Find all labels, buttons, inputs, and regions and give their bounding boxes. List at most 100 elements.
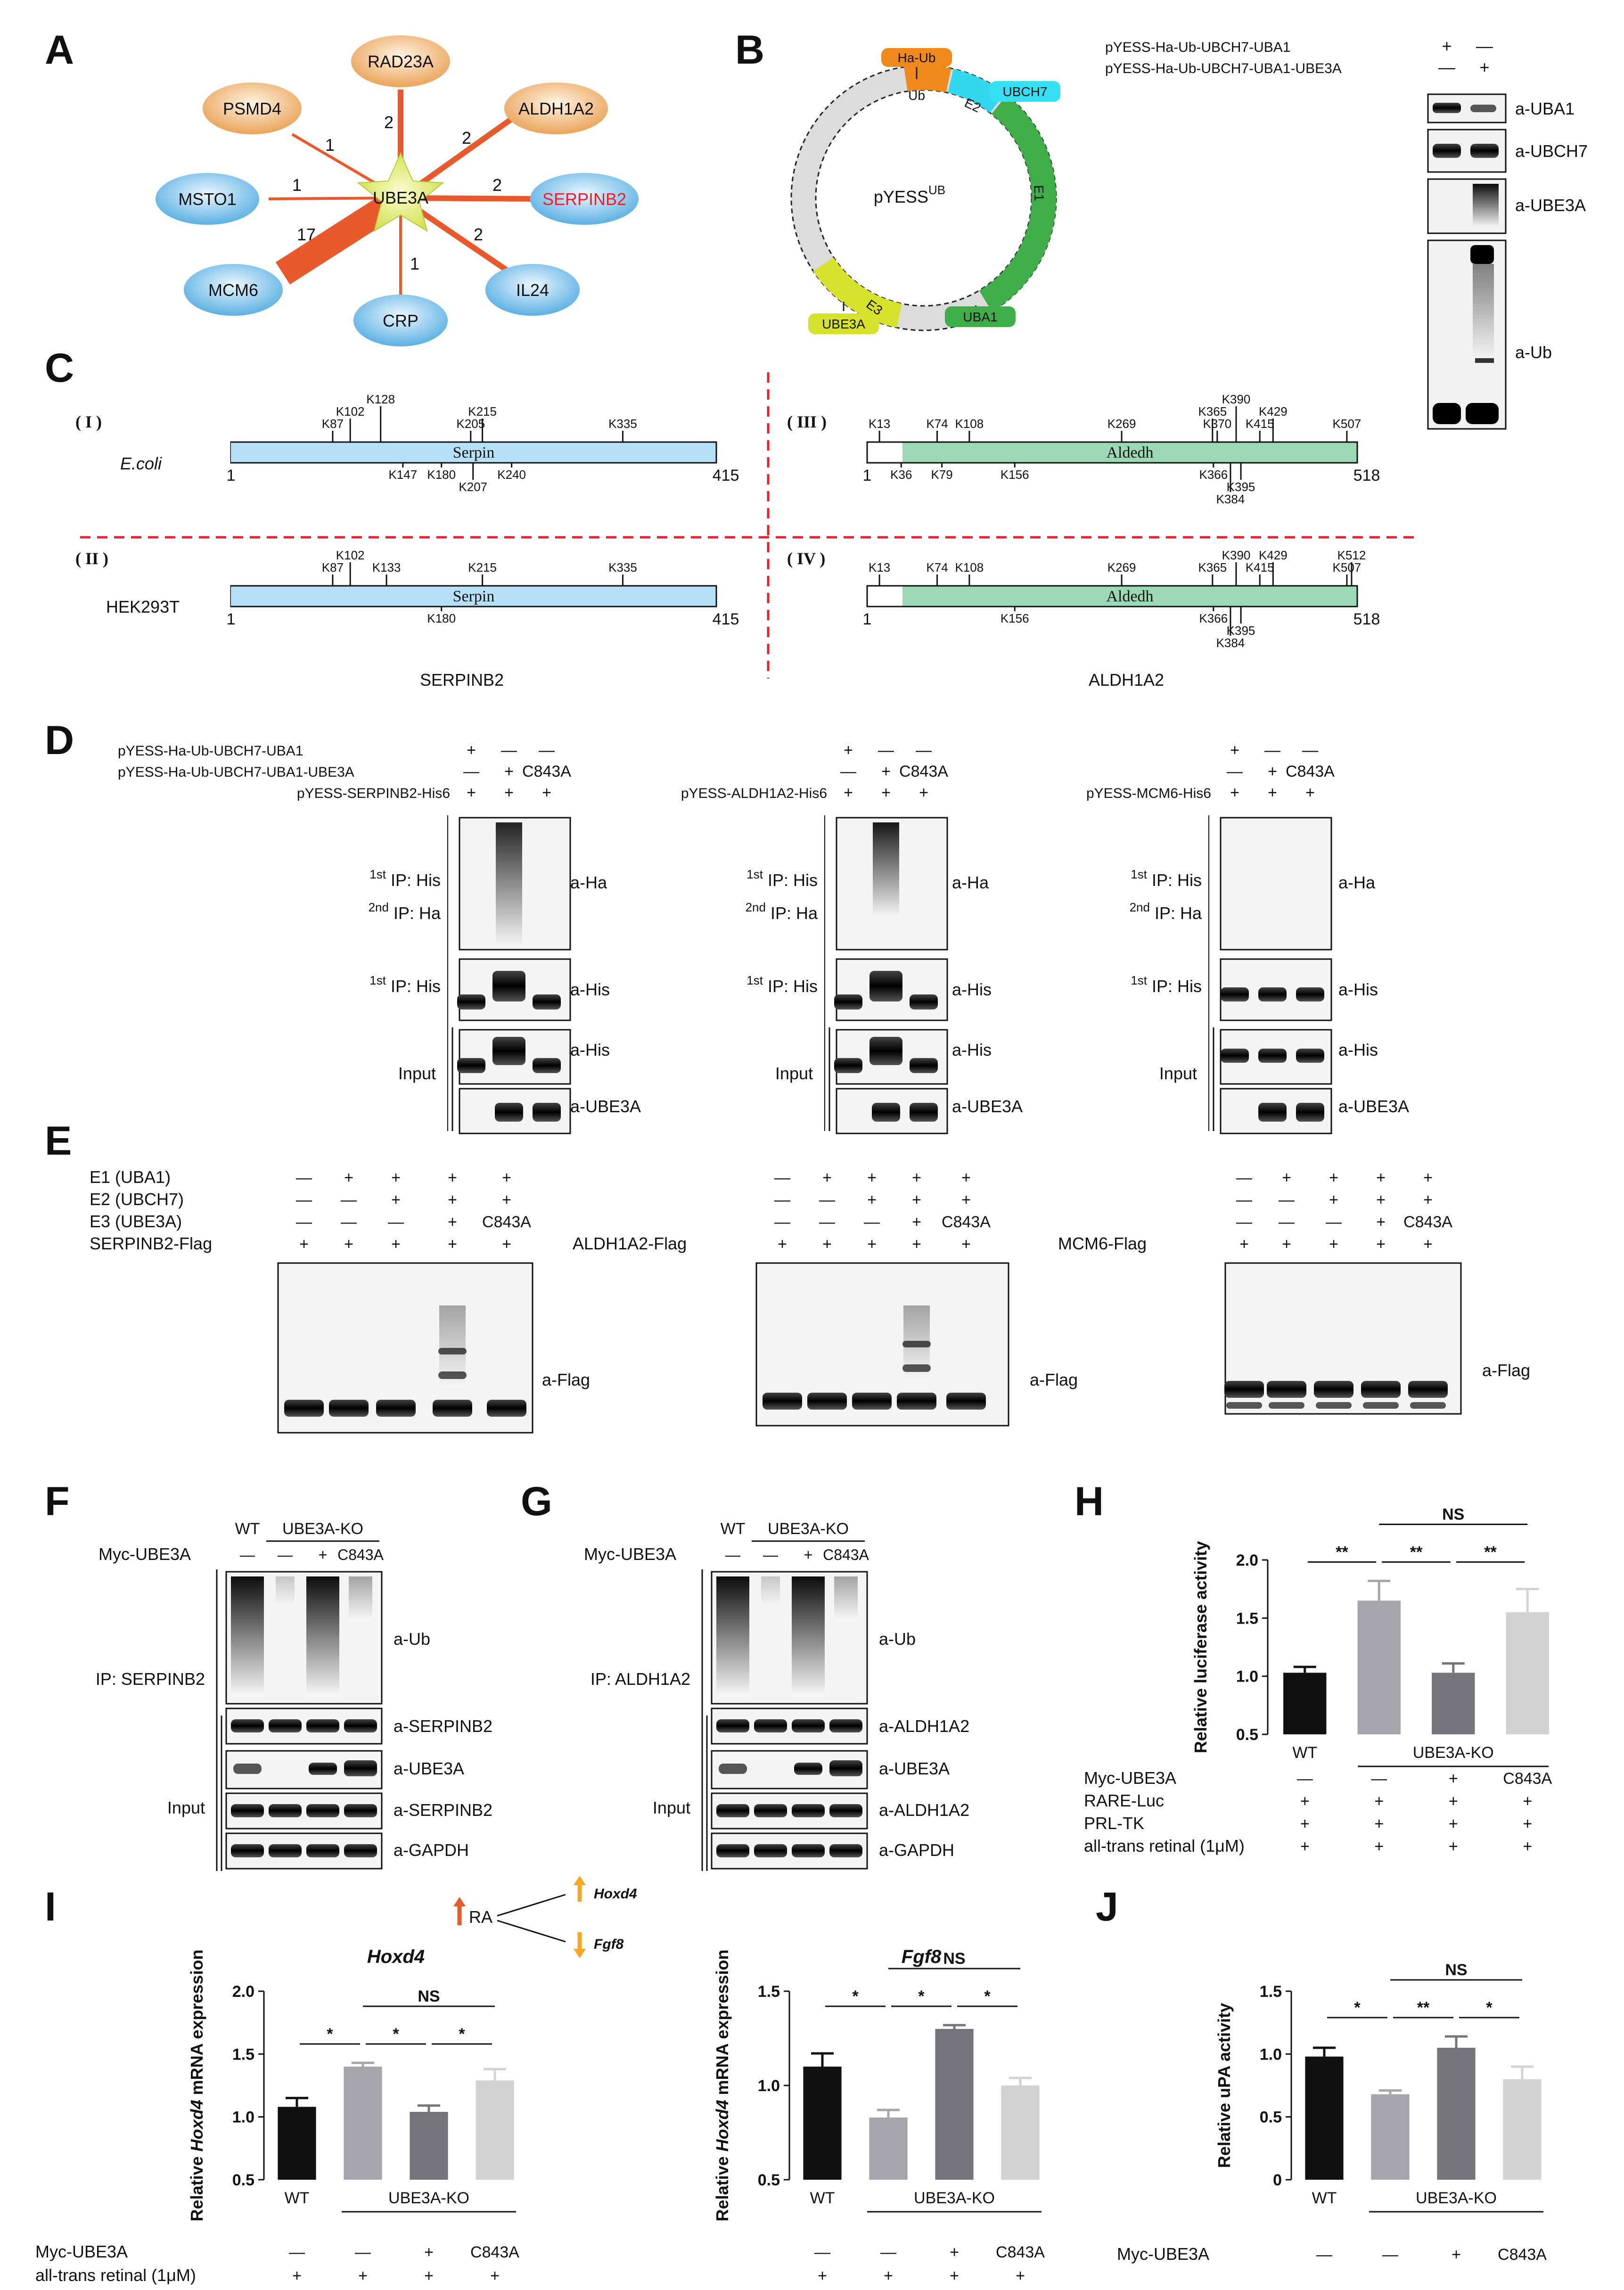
blot-label-ub: a-Ub (879, 1629, 916, 1649)
flag-band (376, 1400, 416, 1417)
ipblot-sign: + (881, 784, 891, 802)
lysine-label: K13 (869, 417, 890, 431)
row-myc-h: Myc-UBE3A (1084, 1768, 1176, 1788)
ipblot-sign: — (463, 763, 479, 780)
host-ecoli: E.coli (120, 454, 162, 473)
ylabel-part: Relative (713, 2151, 732, 2221)
his-band (1258, 987, 1287, 1001)
ipblot-sign: — (1227, 763, 1243, 780)
condition-sign: + (1300, 1792, 1310, 1810)
lysine-label: K429 (1259, 404, 1288, 419)
ub-smear (792, 1576, 825, 1694)
pathway-fgf8: Fgf8 (594, 1937, 624, 1952)
ipblot-sign: + (844, 741, 853, 759)
segment-ub (903, 66, 951, 93)
invitro-sign: + (822, 1235, 832, 1253)
chart-title: Fgf8 (902, 1946, 942, 1967)
lysine-label: K390 (1222, 392, 1251, 406)
row-retinal-i: all-trans retinal (1μM) (35, 2265, 196, 2285)
y-tick-label: 1.0 (1260, 2045, 1282, 2063)
bar (1503, 2079, 1542, 2180)
segment-e1 (979, 95, 1057, 312)
invitro-sign: + (1282, 1235, 1291, 1253)
ipblot-sign: C843A (899, 763, 948, 780)
invitro-sign: + (961, 1235, 971, 1253)
residue-start: 1 (863, 610, 872, 628)
residue-end: 415 (713, 467, 739, 484)
gapdh-band (754, 1844, 787, 1857)
invitro-row-e1: E1 (UBA1) (90, 1167, 171, 1187)
invitro-sign: — (819, 1213, 835, 1231)
ha-smear (873, 822, 899, 917)
ube3a-band-strong (344, 1760, 377, 1776)
invitro-sign: — (296, 1213, 312, 1231)
significance-label: * (459, 2025, 465, 2043)
invitro-sign: + (502, 1191, 511, 1209)
ipblot-substrate: pYESS-ALDH1A2-His6 (681, 786, 827, 801)
node-label-crp: CRP (383, 311, 418, 330)
ipblot-sign: + (919, 784, 928, 802)
node-label-msto1: MSTO1 (178, 189, 236, 209)
blot-label-his: a-His (570, 980, 610, 999)
ip-second-label: 2nd IP: Ha (369, 900, 441, 923)
y-axis-label: Relative Hoxd4 mRNA expression (713, 1950, 732, 2222)
ipblot-sign: C843A (1286, 763, 1335, 780)
ube3a-band (1296, 1103, 1324, 1122)
ip-first-label: 1st IP: His (746, 867, 818, 890)
y-tick-label: 1.5 (1236, 1609, 1258, 1627)
gapdh-band (716, 1844, 749, 1857)
condition-signs-h: ——+C843A++++++++++++ (1297, 1770, 1552, 1855)
ip-text: IP: Ha (389, 903, 441, 923)
lysine-label: K147 (388, 468, 417, 482)
flag-band (852, 1393, 892, 1410)
node-label-psmd4: PSMD4 (223, 99, 281, 118)
ub-smear-faint (349, 1576, 372, 1619)
his-band-strong (869, 971, 902, 1001)
myc-sign: C843A (823, 1546, 869, 1563)
blot-label-ube3a: a-UBE3A (1515, 196, 1586, 215)
segment-label-e1: E1 (1031, 185, 1046, 201)
blot-label-his: a-His (952, 980, 992, 999)
blot-label-ube3a: a-UBE3A (952, 1097, 1023, 1116)
tag-uba1-label: UBA1 (963, 310, 997, 324)
myc-sign: — (725, 1546, 740, 1563)
node-rad23a (351, 35, 450, 87)
edge-count-serpinb2: 2 (492, 175, 502, 195)
flag-band (1408, 1381, 1448, 1398)
ipblot-substrate: pYESS-SERPINB2-His6 (297, 786, 450, 801)
node-msto1 (156, 173, 259, 225)
lysine-label: K215 (468, 404, 497, 419)
input-target-band (792, 1804, 825, 1817)
invitro-sign: + (961, 1191, 971, 1209)
lysine-label: K384 (1216, 636, 1245, 650)
ube3a-band (719, 1764, 747, 1774)
bar (803, 2067, 842, 2180)
lysine-label: K384 (1216, 492, 1245, 506)
bar (1305, 2056, 1344, 2180)
segment-label-ub: Ub (908, 88, 925, 103)
label-ip: IP: ALDH1A2 (591, 1669, 690, 1689)
significance-label: NS (418, 1987, 440, 2005)
ipblot-sign: + (1268, 763, 1277, 780)
ipblot-sign: C843A (522, 763, 571, 780)
input-his-band (910, 1058, 938, 1073)
invitro-group-mcm6: —++++——+++———+C843A+++++a-Flag (1224, 1169, 1530, 1415)
domain-region (902, 586, 1357, 606)
ip-text: IP: His (386, 977, 441, 996)
panel-label-d: D (45, 718, 74, 763)
condition-sign: + (358, 2267, 368, 2285)
invitro-sign: — (1236, 1169, 1252, 1187)
target-band (792, 1719, 825, 1732)
bar (1001, 2085, 1040, 2180)
sup: 1st (746, 867, 763, 881)
blot-label-ha: a-Ha (952, 873, 989, 892)
blot-label-his-input: a-His (952, 1040, 992, 1059)
lysine-label: K205 (456, 417, 485, 431)
ipblot-substrate: pYESS-MCM6-His6 (1086, 786, 1211, 801)
ipblot-sign: — (1264, 741, 1280, 759)
input-his-band (1258, 1049, 1287, 1063)
invitro-group-aldh1a2: —++++——+++———+C843A+++++a-Flag (755, 1169, 1078, 1427)
condition-sign: — (289, 2243, 305, 2261)
